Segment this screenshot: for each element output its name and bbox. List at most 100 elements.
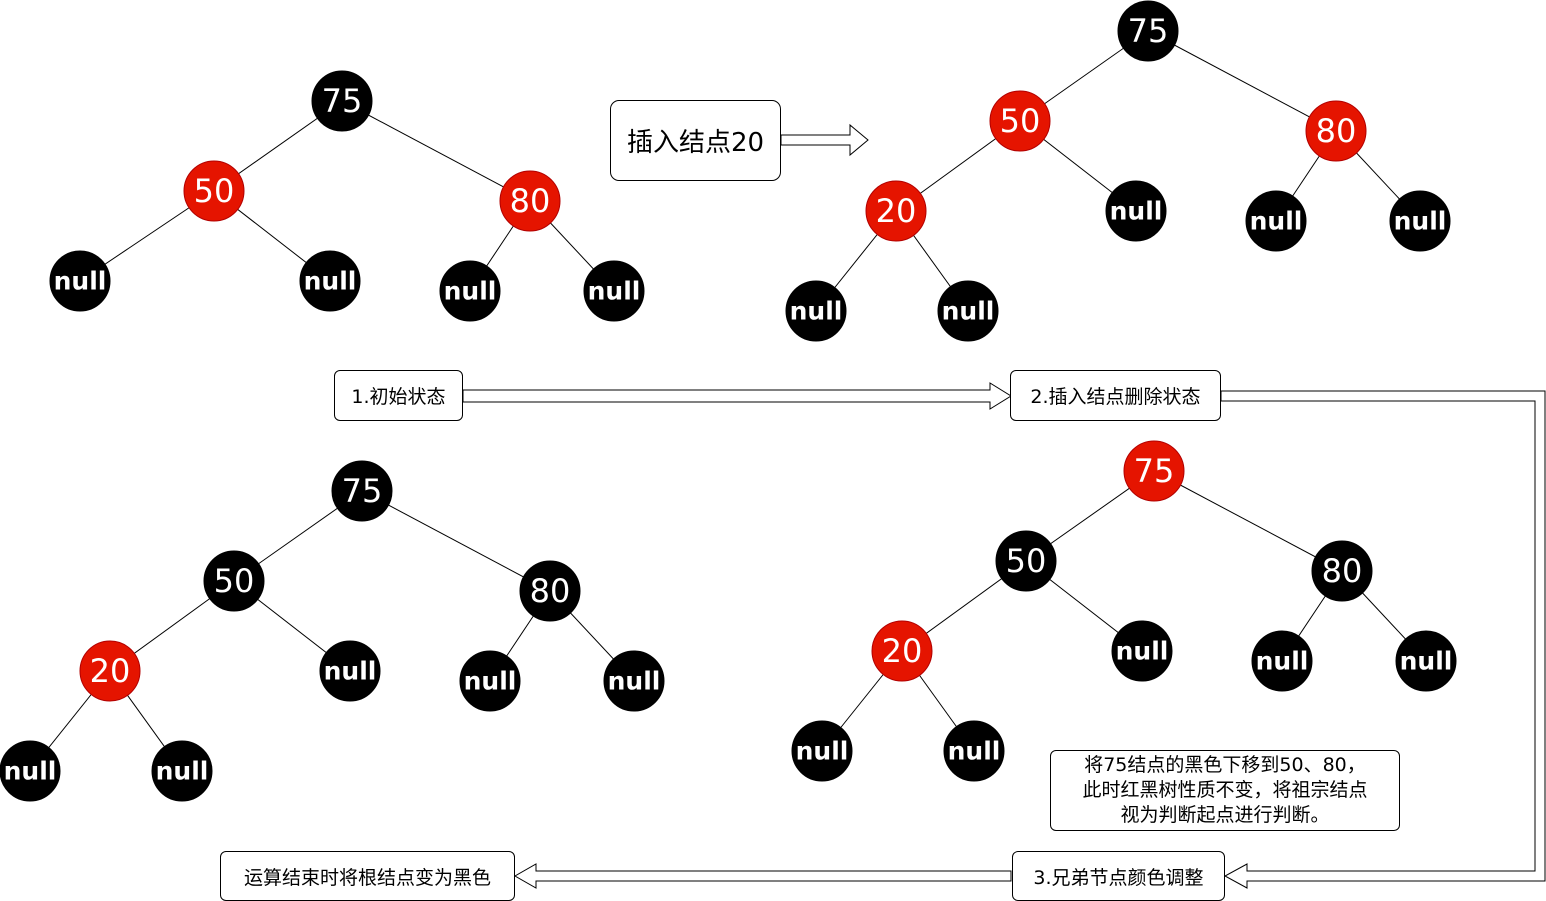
tree-initial: 75 50 80 null null null null bbox=[49, 70, 645, 322]
final-step-box: 运算结束时将根结点变为黑色 bbox=[220, 851, 515, 901]
flow-connector-2-to-3 bbox=[1220, 390, 1546, 889]
node-circle bbox=[439, 260, 501, 322]
node-circle bbox=[299, 250, 361, 312]
node-circle bbox=[1389, 190, 1451, 252]
node-label: null bbox=[608, 667, 661, 696]
node-circle bbox=[311, 70, 373, 132]
node-label: null bbox=[54, 267, 107, 296]
node-circle bbox=[319, 640, 381, 702]
tree-node: 75 bbox=[1123, 440, 1185, 502]
node-label: null bbox=[588, 277, 641, 306]
node-circle bbox=[1245, 190, 1307, 252]
step-1-label: 1.初始状态 bbox=[351, 386, 446, 408]
node-label: 80 bbox=[1316, 112, 1357, 150]
node-circle bbox=[1111, 620, 1173, 682]
tree-node: 50 bbox=[203, 550, 265, 612]
tree-node: 80 bbox=[519, 560, 581, 622]
tree-node: 20 bbox=[865, 180, 927, 242]
node-circle bbox=[583, 260, 645, 322]
node-label: null bbox=[1250, 207, 1303, 236]
edge bbox=[1153, 470, 1343, 572]
flow-arrow-1-to-2 bbox=[462, 382, 1012, 410]
tree-after-insert: 75 50 80 20 null null null null null bbox=[785, 0, 1451, 342]
tree-node: null bbox=[299, 250, 361, 312]
tree-node: 80 bbox=[1305, 100, 1367, 162]
node-label: null bbox=[1400, 647, 1453, 676]
node-circle bbox=[1305, 100, 1367, 162]
insert-arrow bbox=[780, 123, 869, 157]
node-circle bbox=[1117, 0, 1179, 62]
node-label: 75 bbox=[1134, 452, 1175, 490]
node-circle bbox=[499, 170, 561, 232]
node-circle bbox=[785, 280, 847, 342]
node-label: null bbox=[942, 297, 995, 326]
step-3-label: 3.兄弟节点颜色调整 bbox=[1033, 866, 1204, 889]
node-circle bbox=[1251, 630, 1313, 692]
node-circle bbox=[0, 740, 61, 802]
step-1-box: 1.初始状态 bbox=[334, 370, 463, 421]
node-circle bbox=[995, 530, 1057, 592]
tree-node: 80 bbox=[1311, 540, 1373, 602]
tree-node: null bbox=[583, 260, 645, 322]
node-circle bbox=[943, 720, 1005, 782]
node-circle bbox=[151, 740, 213, 802]
tree-node: 50 bbox=[183, 160, 245, 222]
tree-final: 75 50 80 20 null null null null null bbox=[0, 460, 665, 802]
flow-arrow-3-to-final bbox=[513, 863, 1012, 889]
tree-node: null bbox=[1389, 190, 1451, 252]
tree-recolored: 75 50 80 20 null null null null null bbox=[791, 440, 1457, 782]
node-label: null bbox=[1256, 647, 1309, 676]
edge bbox=[341, 100, 531, 202]
node-label: null bbox=[156, 757, 209, 786]
node-label: 20 bbox=[882, 632, 923, 670]
tree-node: 20 bbox=[79, 640, 141, 702]
node-label: 80 bbox=[530, 572, 571, 610]
tree-node: null bbox=[319, 640, 381, 702]
tree-node: 75 bbox=[1117, 0, 1179, 62]
tree-node: null bbox=[603, 650, 665, 712]
node-label: 20 bbox=[90, 652, 131, 690]
note-line-2: 此时红黑树性质不变，将祖宗结点 bbox=[1082, 779, 1368, 801]
tree-node: 80 bbox=[499, 170, 561, 232]
node-circle bbox=[331, 460, 393, 522]
node-circle bbox=[519, 560, 581, 622]
node-label: null bbox=[796, 737, 849, 766]
node-circle bbox=[183, 160, 245, 222]
edge bbox=[1147, 30, 1337, 132]
node-label: 50 bbox=[194, 172, 235, 210]
node-circle bbox=[1123, 440, 1185, 502]
node-label: 75 bbox=[342, 472, 383, 510]
node-label: 75 bbox=[1128, 12, 1169, 50]
node-label: null bbox=[304, 267, 357, 296]
node-label: 80 bbox=[510, 182, 551, 220]
node-label: 50 bbox=[214, 562, 255, 600]
node-circle bbox=[1395, 630, 1457, 692]
tree-node: 50 bbox=[989, 90, 1051, 152]
step-2-label: 2.插入结点删除状态 bbox=[1030, 386, 1201, 408]
node-label: null bbox=[444, 277, 497, 306]
node-label: 75 bbox=[322, 82, 363, 120]
node-circle bbox=[791, 720, 853, 782]
node-label: null bbox=[948, 737, 1001, 766]
tree-node: null bbox=[791, 720, 853, 782]
final-step-label: 运算结束时将根结点变为黑色 bbox=[243, 866, 491, 889]
node-circle bbox=[49, 250, 111, 312]
tree-node: null bbox=[1245, 190, 1307, 252]
insert-node-20-label: 插入结点20 bbox=[626, 128, 765, 158]
note-line-3: 视为判断起点进行判断。 bbox=[1120, 804, 1330, 826]
node-circle bbox=[865, 180, 927, 242]
note-line-1: 将75结点的黑色下移到50、80， bbox=[1084, 754, 1366, 776]
node-circle bbox=[989, 90, 1051, 152]
node-label: null bbox=[1110, 197, 1163, 226]
node-circle bbox=[459, 650, 521, 712]
tree-node: 75 bbox=[311, 70, 373, 132]
node-circle bbox=[79, 640, 141, 702]
tree-node: null bbox=[151, 740, 213, 802]
tree-node: null bbox=[49, 250, 111, 312]
node-label: null bbox=[790, 297, 843, 326]
node-circle bbox=[603, 650, 665, 712]
insert-node-20-box: 插入结点20 bbox=[610, 100, 781, 181]
tree-node: null bbox=[1105, 180, 1167, 242]
tree-node: null bbox=[943, 720, 1005, 782]
